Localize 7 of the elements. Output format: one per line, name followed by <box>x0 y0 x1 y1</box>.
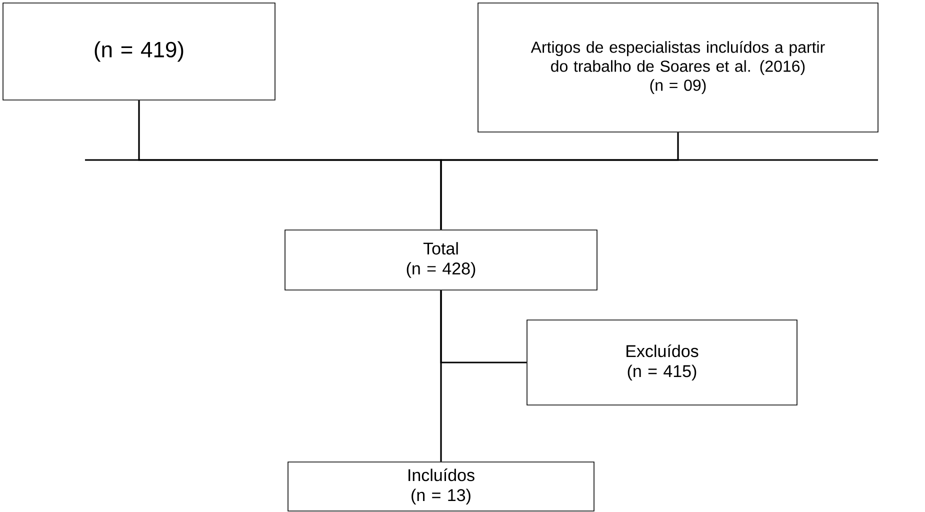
process-box: (n = 419) <box>2 2 276 100</box>
process-box: Excluídos (n = 415) <box>526 320 798 406</box>
process-box: Total (n = 428) <box>284 230 598 290</box>
connector-line <box>440 290 442 462</box>
process-box: Incluídos (n = 13) <box>288 462 594 512</box>
connector-line <box>440 132 679 230</box>
process-box: Artigos de especialistas incluídos a partir do trabalho de Soares et al. (2016) (n = 09) <box>478 2 878 132</box>
